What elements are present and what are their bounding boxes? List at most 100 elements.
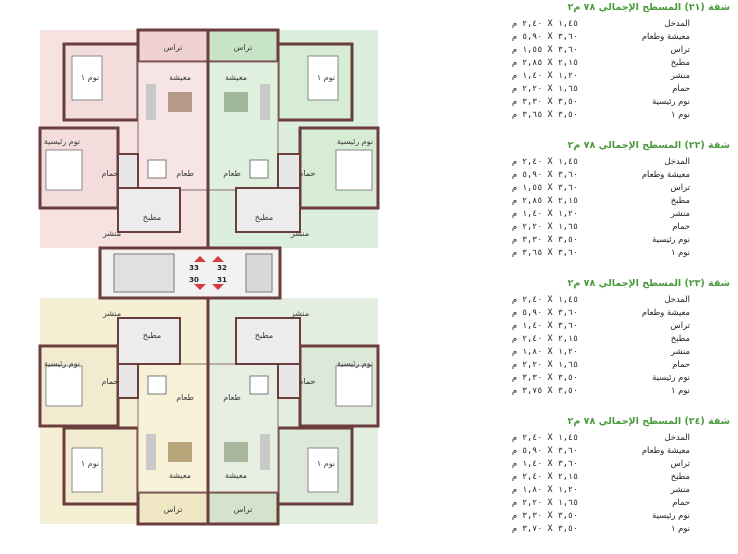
apartment-number: 33 — [189, 264, 199, 272]
kitchen-bottom-left — [117, 317, 181, 365]
coffee-table-icon — [168, 442, 192, 462]
room-name: حمام — [672, 359, 690, 369]
room-label-laundry: منشر — [290, 229, 309, 238]
room-name: نوم ١ — [670, 247, 690, 257]
room-label-master: نوم رئيسية — [337, 137, 373, 146]
apartment-title: شقة (٢٤) المسطح الإجمالي ٧٨ م٢ — [567, 416, 730, 427]
spec-row: منشر ١,٢٠ X ١,٨٠ م — [508, 484, 734, 495]
kitchen-bottom-right — [235, 317, 301, 365]
room-label-dining: طعام — [176, 393, 194, 402]
spec-row: حمام ١,٦٥ X ٢,٢٠ م — [508, 359, 734, 370]
bed-icon — [71, 447, 103, 493]
room-name: مطبخ — [670, 57, 690, 67]
room-name: المدخل — [664, 156, 690, 166]
room-label-kitchen: مطبخ — [255, 331, 273, 340]
room-name: المدخل — [664, 18, 690, 28]
room-name: نوم رئيسية — [652, 372, 690, 382]
room-label-living: معيشة — [169, 73, 191, 82]
bath-bottom-left — [117, 363, 139, 399]
room-dimension: ١,٢٠ X ١,٨٠ م — [512, 346, 578, 356]
apartment-number: 31 — [217, 276, 227, 284]
sofa-icon — [146, 434, 156, 470]
room-name: المدخل — [664, 432, 690, 442]
room-name: مطبخ — [670, 333, 690, 343]
room-name: حمام — [672, 497, 690, 507]
room-name: تراس — [670, 458, 690, 468]
room-label-bath: حمام — [299, 377, 316, 386]
room-label-kitchen: مطبخ — [255, 213, 273, 222]
room-label-terrace: تراس — [234, 505, 253, 514]
room-label-dining: طعام — [176, 169, 194, 178]
room-name: منشر — [670, 346, 690, 356]
floor-plan: تراس معيشة طعام نوم ١ نوم رئيسية حمام مط… — [38, 28, 380, 526]
room-name: تراس — [670, 44, 690, 54]
room-label-master: نوم رئيسية — [44, 359, 80, 368]
bed-icon — [45, 149, 83, 191]
room-dimension: ١,٦٥ X ٢,٢٠ م — [512, 359, 578, 369]
room-label-bedroom1: نوم ١ — [317, 459, 335, 468]
bed-icon — [335, 365, 373, 407]
room-name: نوم ١ — [670, 385, 690, 395]
kitchen-top-right — [235, 187, 301, 233]
room-name: المدخل — [664, 294, 690, 304]
spec-row: نوم ١ ٣,٦٠ X ٣,٦٥ م — [508, 247, 734, 258]
room-label-master: نوم رئيسية — [337, 359, 373, 368]
room-name: نوم رئيسية — [652, 510, 690, 520]
room-dimension: ٣,٥٠ X ٣,٧٥ م — [512, 385, 578, 395]
apartment-title: شقة (٢١) المسطح الإجمالي ٧٨ م٢ — [567, 2, 730, 13]
dining-table-icon — [249, 159, 269, 179]
room-dimension: ٣,٦٠ X ١,٥٥ م — [512, 182, 578, 192]
room-name: حمام — [672, 83, 690, 93]
room-dimension: ١,٤٥ X ٢,٤٠ م — [512, 294, 578, 304]
room-name: نوم رئيسية — [652, 234, 690, 244]
room-label-kitchen: مطبخ — [143, 213, 161, 222]
sofa-icon — [260, 434, 270, 470]
room-label-living: معيشة — [225, 73, 247, 82]
room-name: معيشة وطعام — [641, 31, 690, 41]
room-dimension: ٣,٦٠ X ٣,٦٥ م — [512, 247, 578, 257]
room-dimension: ٣,٦٠ X ١,٥٥ م — [512, 44, 578, 54]
room-dimension: ١,٦٥ X ٢,٢٠ م — [512, 83, 578, 93]
room-label-bath: حمام — [102, 169, 119, 178]
spec-row: مطبخ ٢,١٥ X ٢,٤٠ م — [508, 333, 734, 344]
room-dimension: ٣,٥٠ X ٣,٣٠ م — [512, 510, 578, 520]
spec-row: نوم ١ ٣,٥٠ X ٣,٧٥ م — [508, 385, 734, 396]
room-name: تراس — [670, 320, 690, 330]
bed-icon — [307, 55, 339, 101]
dining-table-icon — [249, 375, 269, 395]
bed-icon — [307, 447, 339, 493]
entrance-arrow-icon — [194, 256, 206, 262]
room-label-dining: طعام — [223, 393, 241, 402]
apartment-number: 30 — [189, 276, 199, 284]
room-name: معيشة وطعام — [641, 169, 690, 179]
room-label-bath: حمام — [299, 169, 316, 178]
room-label-bedroom1: نوم ١ — [317, 73, 335, 82]
room-label-laundry: منشر — [102, 309, 121, 318]
room-dimension: ٢,١٥ X ٢,٨٥ م — [512, 195, 578, 205]
spec-row: تراس ٣,٦٠ X ١,٤٠ م — [508, 320, 734, 331]
room-name: منشر — [670, 484, 690, 494]
room-label-living: معيشة — [225, 471, 247, 480]
room-label-terrace: تراس — [164, 505, 183, 514]
room-label-terrace: تراس — [164, 43, 183, 52]
bed-icon — [45, 365, 83, 407]
elevator-shaft — [245, 253, 273, 293]
room-label-laundry: منشر — [102, 229, 121, 238]
room-dimension: ٣,٦٠ X ١,٤٠ م — [512, 320, 578, 330]
room-label-bath: حمام — [102, 377, 119, 386]
room-dimension: ١,٢٠ X ١,٨٠ م — [512, 484, 578, 494]
room-name: معيشة وطعام — [641, 307, 690, 317]
room-dimension: ٢,١٥ X ٢,٤٠ م — [512, 333, 578, 343]
